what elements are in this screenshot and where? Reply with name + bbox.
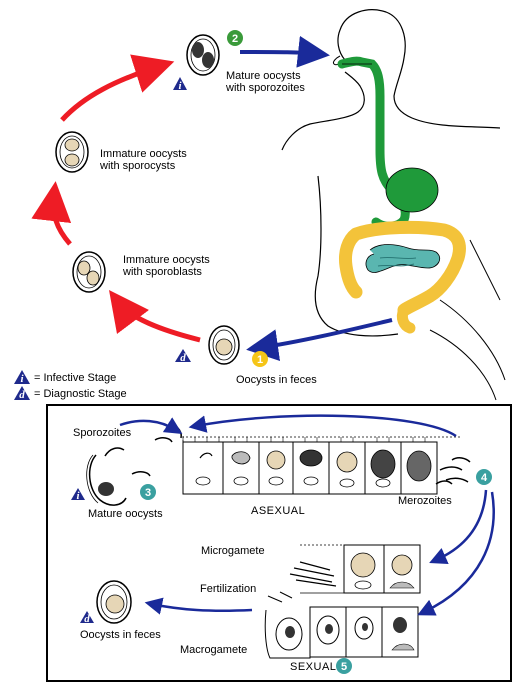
oocyst-sporoblasts [73, 252, 105, 292]
svg-text:d: d [84, 613, 90, 625]
svg-text:3: 3 [145, 487, 151, 499]
label-sexual: SEXUAL [290, 661, 336, 673]
oocyst-feces [209, 326, 239, 364]
step-2-marker: 2 [227, 30, 243, 46]
step-3-marker: 3 [140, 484, 156, 500]
label-sporozoites: Sporozoites [73, 427, 132, 439]
oocyst-mature-lower [87, 455, 126, 505]
legend-infective-text: = Infective Stage [34, 372, 116, 384]
svg-text:d: d [180, 352, 186, 364]
cycle-arrows [54, 52, 392, 348]
oocyst-mature-sporozoites [187, 35, 219, 75]
oocyst-sporocysts [56, 132, 88, 172]
label-sporoblasts-1: Immature oocysts [123, 254, 210, 266]
digestive-tract [342, 61, 459, 328]
label-sporoblasts-2: with sporoblasts [122, 266, 202, 278]
label-sporocysts-2: with sporocysts [99, 160, 176, 172]
label-asexual: ASEXUAL [251, 505, 305, 517]
svg-text:d: d [19, 389, 25, 401]
label-fertilization: Fertilization [200, 583, 256, 595]
step-1-marker: 1 [252, 351, 268, 367]
svg-text:4: 4 [481, 472, 488, 484]
svg-text:1: 1 [257, 354, 263, 366]
label-oocysts-in-feces-lower: Oocysts in feces [80, 629, 161, 641]
label-mature-oocysts-2: with sporozoites [225, 82, 305, 94]
merozoites [436, 458, 470, 484]
asexual-cell-row [183, 436, 460, 494]
macrogamete-cell-row [265, 607, 418, 658]
infective-stage-icon: i [173, 77, 187, 92]
oocyst-feces-lower [97, 581, 131, 623]
step-4-marker: 4 [476, 469, 492, 485]
label-microgamete: Microgamete [201, 545, 265, 557]
legend-diagnostic-text: = Diagnostic Stage [34, 388, 127, 400]
svg-text:2: 2 [232, 33, 238, 45]
infective-stage-icon-lower: i [71, 488, 85, 502]
microgamete-cell-row [268, 545, 420, 602]
svg-text:5: 5 [341, 661, 347, 673]
label-oocysts-in-feces: Oocysts in feces [236, 374, 317, 386]
diagnostic-stage-icon: d [175, 349, 191, 364]
label-sporocysts-1: Immature oocysts [100, 148, 187, 160]
label-macrogamete: Macrogamete [180, 644, 247, 656]
label-mature-oocysts-lower: Mature oocysts [88, 508, 163, 520]
label-mature-oocysts-1: Mature oocysts [226, 70, 301, 82]
legend: i = Infective Stage d = Diagnostic Stage [14, 370, 127, 401]
label-merozoites: Merozoites [398, 495, 452, 507]
step-5-marker: 5 [336, 658, 352, 674]
diagnostic-stage-icon-lower: d [80, 611, 94, 625]
